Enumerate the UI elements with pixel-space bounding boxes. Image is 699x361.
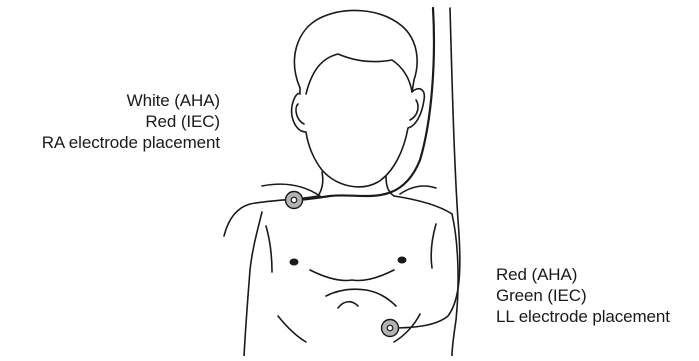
ll-electrode-label: Red (AHA) Green (IEC) LL electrode place… bbox=[496, 264, 670, 327]
hair-outline bbox=[306, 54, 412, 94]
left-ear bbox=[296, 104, 304, 124]
ll-lead-cable bbox=[390, 8, 460, 328]
navel-area bbox=[338, 302, 358, 308]
ll-aha-color: Red (AHA) bbox=[496, 264, 670, 285]
right-torso-edge bbox=[452, 214, 458, 356]
ra-electrode-label: White (AHA) Red (IEC) RA electrode place… bbox=[42, 90, 220, 153]
neck-left bbox=[318, 172, 323, 196]
abdomen-left bbox=[278, 316, 306, 342]
ra-iec-color: Red (IEC) bbox=[42, 111, 220, 132]
ra-lead-cable bbox=[294, 8, 434, 200]
ll-iec-color: Green (IEC) bbox=[496, 285, 670, 306]
ra-placement-caption: RA electrode placement bbox=[42, 132, 220, 153]
right-ear bbox=[410, 100, 418, 120]
right-clavicle bbox=[400, 186, 436, 194]
right-nipple bbox=[398, 257, 407, 264]
lower-rib-line bbox=[326, 289, 396, 306]
right-shoulder bbox=[394, 196, 452, 214]
ll-electrode-snap bbox=[387, 325, 393, 331]
head-outline bbox=[292, 10, 425, 186]
ll-placement-caption: LL electrode placement bbox=[496, 306, 670, 327]
left-arm-inner bbox=[244, 212, 262, 356]
left-shoulder bbox=[224, 196, 318, 236]
right-chest-line bbox=[431, 224, 436, 268]
left-chest-line bbox=[266, 226, 272, 272]
left-nipple bbox=[290, 259, 299, 266]
chest-center bbox=[310, 270, 394, 281]
ra-electrode-snap bbox=[291, 197, 297, 203]
ra-aha-color: White (AHA) bbox=[42, 90, 220, 111]
